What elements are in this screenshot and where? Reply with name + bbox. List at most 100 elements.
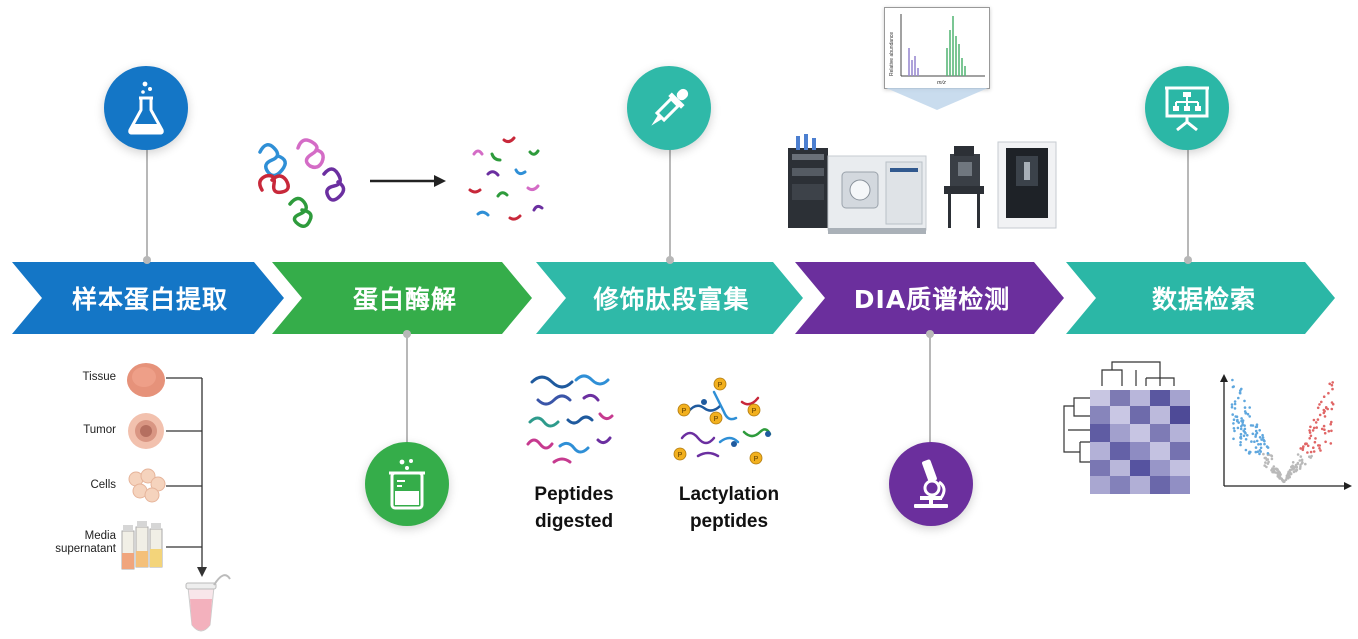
volcano-dot	[1301, 461, 1304, 464]
volcano-dot	[1286, 476, 1290, 480]
volcano-dot	[1248, 452, 1251, 455]
volcano-dot	[1233, 407, 1237, 410]
sample-label-media-supernatant: Media supernatant	[30, 530, 116, 556]
sample-connector-lines	[166, 377, 203, 569]
peptides-digested-illustration	[526, 374, 614, 464]
caption-lactylation-peptides-line1: Lactylation	[678, 484, 780, 505]
volcano-dot	[1270, 457, 1274, 461]
volcano-dot	[1257, 443, 1260, 446]
sample-tube-icon	[185, 574, 231, 632]
volcano-dot	[1266, 452, 1270, 455]
stem-4-dot	[926, 330, 934, 338]
volcano-dot	[1330, 429, 1333, 433]
volcano-dot	[1272, 465, 1276, 468]
volcano-dot	[1236, 419, 1239, 423]
volcano-dot	[1331, 381, 1334, 384]
microscope-icon	[914, 459, 948, 508]
step-4-icon-circle	[889, 442, 973, 526]
volcano-dot	[1263, 456, 1267, 460]
volcano-dot	[1244, 448, 1248, 452]
volcano-dot	[1285, 474, 1289, 478]
volcano-dot	[1255, 431, 1259, 435]
volcano-dot	[1265, 458, 1268, 462]
step-label-data-search: 数据检索	[1151, 285, 1256, 314]
arrow-step-2	[272, 262, 532, 334]
volcano-dot	[1243, 406, 1247, 409]
volcano-dot	[1313, 440, 1317, 444]
sample-label-media-line1: Media	[84, 530, 116, 542]
volcano-dot	[1240, 387, 1243, 391]
volcano-dot	[1316, 418, 1320, 421]
volcano-dot	[1312, 418, 1316, 422]
volcano-dot	[1330, 420, 1333, 424]
volcano-dot	[1246, 434, 1249, 437]
volcano-dot	[1283, 479, 1286, 483]
volcano-dot	[1239, 432, 1243, 436]
mass-spectrum-panel: Relative abundance m/z	[884, 7, 990, 89]
volcano-dot	[1233, 402, 1237, 406]
step-label-enrichment: 修饰肽段富集	[593, 285, 750, 314]
p-label: P	[754, 456, 759, 463]
spectrum-ylabel: Relative abundance	[889, 32, 895, 76]
volcano-dots	[1230, 378, 1335, 484]
volcano-dot	[1241, 423, 1244, 426]
heatmap-grid	[1090, 390, 1190, 494]
arrow-step-3	[536, 262, 803, 334]
volcano-dot	[1243, 427, 1247, 431]
volcano-dot	[1320, 400, 1323, 404]
protein-digestion-illustration	[258, 136, 544, 228]
volcano-dot	[1278, 474, 1282, 477]
p-label: P	[682, 408, 687, 415]
step-1-icon-circle	[104, 66, 188, 150]
stem-3	[669, 140, 671, 262]
heatmap-dendrogram	[1063, 361, 1175, 463]
volcano-dot	[1250, 440, 1253, 443]
volcano-dot	[1238, 391, 1242, 395]
volcano-dot	[1259, 450, 1262, 453]
caption-lactylation-peptides-line2: peptides	[689, 511, 769, 532]
volcano-dot	[1294, 469, 1297, 472]
volcano-dot	[1239, 436, 1242, 439]
volcano-dot	[1299, 463, 1302, 467]
volcano-dot	[1311, 429, 1315, 432]
step-5-icon-circle	[1145, 66, 1229, 150]
volcano-dot	[1266, 462, 1270, 465]
volcano-dot	[1261, 433, 1264, 437]
volcano-dot	[1308, 431, 1312, 434]
volcano-dot	[1239, 441, 1242, 444]
volcano-dot	[1330, 401, 1334, 404]
volcano-dot	[1264, 461, 1267, 464]
volcano-dot	[1327, 429, 1331, 433]
volcano-dot	[1253, 440, 1256, 443]
stem-5	[1187, 140, 1189, 262]
volcano-dot	[1254, 450, 1258, 454]
volcano-dot	[1239, 427, 1243, 431]
spectrum-pointer	[886, 88, 988, 110]
volcano-dot	[1248, 415, 1251, 418]
volcano-dot	[1254, 446, 1258, 449]
volcano-dot	[1298, 459, 1302, 462]
volcano-dot	[1230, 405, 1234, 409]
volcano-dot	[1258, 452, 1261, 456]
peptide-fragments	[468, 136, 544, 221]
volcano-dot	[1259, 446, 1263, 450]
volcano-dot	[1258, 436, 1262, 439]
volcano-dot	[1274, 471, 1277, 474]
volcano-dot	[1299, 455, 1303, 458]
pipette-icon	[651, 88, 689, 126]
volcano-dot	[1259, 442, 1262, 446]
stem-2-dot	[403, 330, 411, 338]
presentation-chart-icon	[1165, 86, 1209, 132]
stem-4	[929, 334, 931, 444]
volcano-dot	[1289, 472, 1292, 476]
volcano-dot	[1231, 378, 1234, 382]
volcano-dot	[1240, 419, 1243, 423]
volcano-plot	[1220, 374, 1352, 490]
volcano-dot	[1233, 400, 1237, 403]
volcano-dot	[1326, 407, 1329, 411]
volcano-dot	[1295, 465, 1299, 469]
volcano-dot	[1323, 428, 1326, 431]
volcano-dot	[1232, 427, 1236, 430]
volcano-dot	[1306, 451, 1309, 454]
volcano-dot	[1254, 435, 1257, 438]
